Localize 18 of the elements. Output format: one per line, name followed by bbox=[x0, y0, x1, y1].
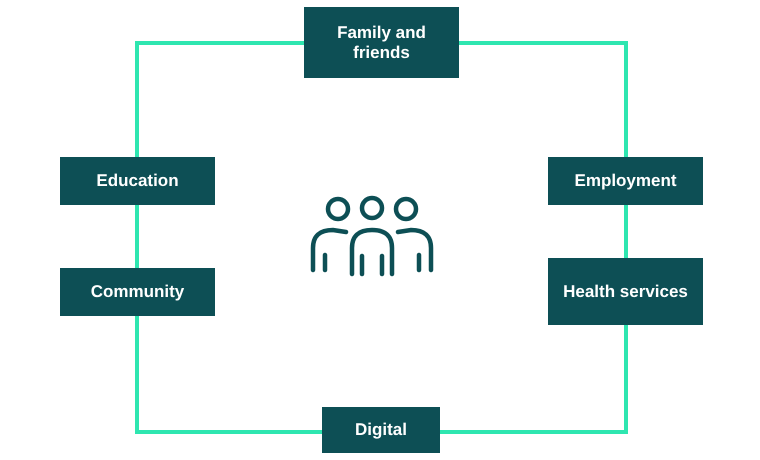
connector-line bbox=[459, 41, 628, 157]
box-label: Employment bbox=[574, 171, 677, 191]
topic-box bbox=[60, 157, 215, 205]
box-label: Digital bbox=[355, 420, 407, 440]
box-label: Community bbox=[90, 282, 184, 302]
topic-box bbox=[60, 268, 215, 316]
box-label: Education bbox=[96, 171, 179, 191]
connector-line bbox=[135, 41, 304, 157]
connector-line bbox=[440, 325, 628, 434]
topic-box bbox=[304, 7, 459, 78]
topic-box bbox=[322, 407, 440, 453]
box-label: Health services bbox=[563, 282, 688, 302]
topic-box bbox=[548, 157, 703, 205]
topic-box bbox=[548, 258, 703, 325]
connector-line bbox=[135, 205, 139, 268]
box-label: Family and friends bbox=[336, 22, 427, 62]
connector-line bbox=[135, 316, 322, 434]
connector-line bbox=[624, 205, 628, 258]
